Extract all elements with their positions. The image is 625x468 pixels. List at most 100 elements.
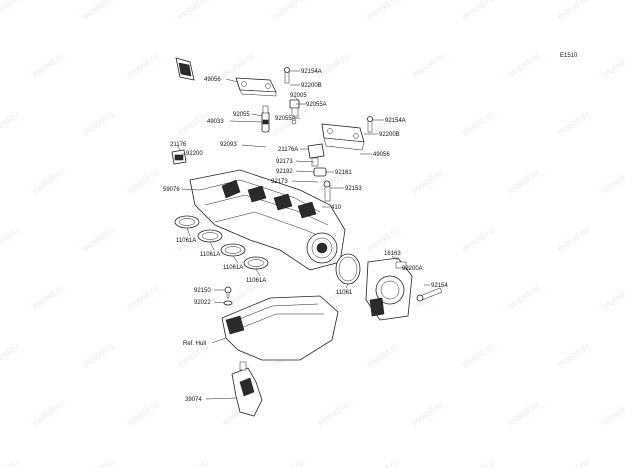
intake-manifold	[189, 169, 346, 271]
label-92154A-top: 92154A	[301, 69, 322, 75]
label-92173-b: 92173	[271, 179, 288, 185]
label-11061A-a: 11061A	[176, 238, 196, 244]
watermark-text: motod.ru	[555, 225, 590, 254]
label-11061A-c: 11061A	[223, 265, 243, 271]
watermark-text: motod.ru	[365, 225, 400, 254]
fuel-rail-top	[235, 77, 277, 97]
watermark-text: motod.ru	[410, 51, 445, 80]
sensor-21176	[171, 149, 187, 165]
label-16163: 16163	[384, 251, 401, 257]
label-92022: 92022	[194, 300, 211, 306]
label-92055: 92055	[233, 112, 250, 118]
watermark-text: motod.ru	[600, 283, 625, 312]
watermark-text: motod.ru	[410, 399, 445, 428]
watermark-text: motod.ru	[460, 0, 495, 22]
label-11061A-d: 11061A	[246, 278, 266, 284]
watermark-text: motod.ru	[365, 457, 400, 468]
diagram-code: E1510	[560, 53, 578, 59]
label-59076: 59076	[163, 187, 180, 193]
fuel-rail-right	[321, 123, 365, 151]
watermark-text: motod.ru	[365, 0, 400, 22]
watermark-text: motod.ru	[410, 167, 445, 196]
label-21176: 21176	[170, 142, 187, 148]
gasket-11061A-4	[243, 256, 269, 270]
leader-lines	[177, 70, 430, 400]
watermark-text: motod.ru	[505, 399, 540, 428]
watermark-text: motod.ru	[0, 457, 20, 468]
label-11061: 11061	[336, 290, 353, 296]
front-arrow-icon	[175, 57, 195, 81]
watermark-text: motod.ru	[175, 109, 210, 138]
watermark-text: motod.ru	[555, 109, 590, 138]
watermark-text: motod.ru	[30, 167, 65, 196]
watermark-text: motod.ru	[0, 0, 20, 22]
watermark-text: motod.ru	[600, 399, 625, 428]
label-92093: 92093	[220, 142, 237, 148]
label-92200B-top: 92200B	[301, 83, 322, 89]
watermark-text: motod.ru	[600, 167, 625, 196]
label-11061A-b: 11061A	[200, 252, 220, 258]
watermark-text: motod.ru	[220, 51, 255, 80]
watermark-text: motod.ru	[80, 109, 115, 138]
watermark-text: motod.ru	[80, 225, 115, 254]
sensor-21176A	[307, 143, 325, 167]
watermark-text: motod.ru	[365, 341, 400, 370]
watermark-text: motod.ru	[125, 51, 160, 80]
fuel-injector	[261, 105, 270, 133]
watermark-text: motod.ru	[270, 0, 305, 22]
watermark-text: motod.ru	[80, 457, 115, 468]
bracket-39074	[231, 361, 263, 417]
gasket-11061A-3	[220, 243, 246, 257]
label-92192: 92192	[276, 169, 293, 175]
label-92173-a: 92173	[276, 159, 293, 165]
watermark-text: motod.ru	[555, 457, 590, 468]
o-ring-11061	[335, 253, 361, 285]
watermark-text: motod.ru	[460, 457, 495, 468]
watermark-text: motod.ru	[30, 399, 65, 428]
label-92200: 92200	[186, 151, 203, 157]
watermark-text: motod.ru	[125, 399, 160, 428]
bolt-92154A-right	[367, 116, 373, 133]
label-92200B-right: 92200B	[379, 132, 400, 138]
hose-fitting	[313, 167, 331, 202]
label-49033: 49033	[207, 119, 224, 125]
label-92154A-right: 92154A	[385, 118, 406, 124]
label-92005: 92005	[290, 93, 307, 99]
bolt-92154	[416, 287, 443, 302]
hull-cover	[221, 295, 339, 361]
label-92154: 92154	[431, 283, 448, 289]
label-92055A-b: 92055A	[275, 116, 296, 122]
watermark-text: motod.ru	[175, 0, 210, 22]
watermark-text: motod.ru	[460, 341, 495, 370]
label-410: 410	[331, 205, 342, 211]
bolt-92154A-top	[284, 67, 290, 84]
watermark-text: motod.ru	[125, 167, 160, 196]
label-92150: 92150	[194, 288, 211, 294]
label-49056-right: 49056	[373, 152, 390, 158]
label-92153: 92153	[345, 186, 362, 192]
watermark-text: motod.ru	[30, 283, 65, 312]
label-49056-top: 49056	[204, 77, 221, 83]
gasket-11061A-1	[174, 215, 200, 229]
label-92161: 92161	[335, 170, 352, 176]
watermark-text: motod.ru	[555, 341, 590, 370]
watermark-text: motod.ru	[270, 109, 305, 138]
watermark-text: motod.ru	[460, 109, 495, 138]
watermark-text: motod.ru	[80, 341, 115, 370]
watermark-text: motod.ru	[270, 457, 305, 468]
watermark-text: motod.ru	[460, 225, 495, 254]
watermark-text: motod.ru	[555, 0, 590, 22]
watermark-text: motod.ru	[600, 51, 625, 80]
watermark-text: motod.ru	[30, 51, 65, 80]
watermark-text: motod.ru	[0, 225, 20, 254]
watermark-text: motod.ru	[0, 341, 20, 370]
watermark-text: motod.ru	[505, 51, 540, 80]
watermark-text: motod.ru	[505, 167, 540, 196]
label-21176A: 21176A	[278, 147, 298, 153]
watermark-text: motod.ru	[0, 109, 20, 138]
watermark-text: motod.ru	[175, 457, 210, 468]
watermark-text: motod.ru	[80, 0, 115, 22]
throttle-body	[365, 257, 413, 321]
label-92055A-a: 92055A	[306, 102, 327, 108]
